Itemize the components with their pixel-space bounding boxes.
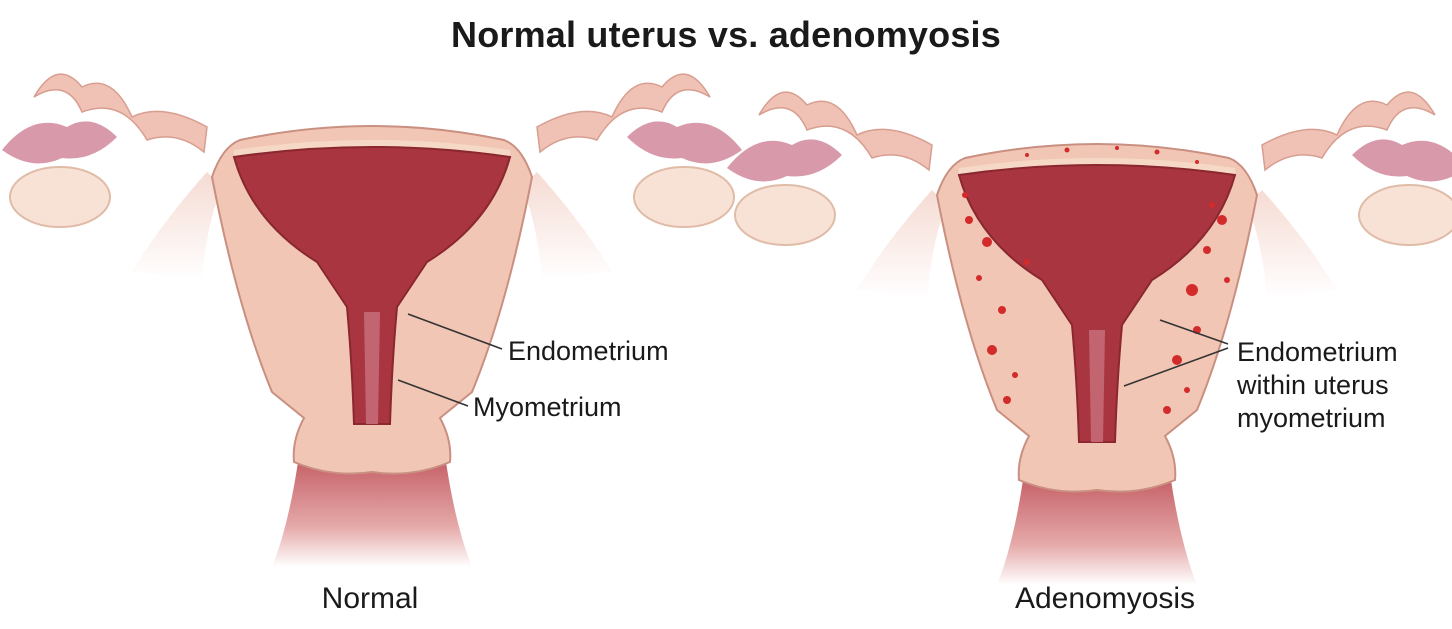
right-adnexa (521, 73, 743, 281)
right-adnexa (1246, 91, 1452, 299)
leader-lines (397, 313, 1229, 407)
endometrial-lesions (962, 146, 1230, 414)
label-line-1: Endometrium (1237, 337, 1398, 367)
label-endometrium: Endometrium (508, 336, 669, 366)
label-line-3: myometrium (1237, 403, 1386, 433)
label-myometrium: Myometrium (473, 392, 622, 422)
figure-title: Normal uterus vs. adenomyosis (451, 14, 1001, 55)
label-endometrium-within-myometrium: Endometrium within uterus myometrium (1237, 336, 1398, 435)
left-adnexa (1, 73, 223, 281)
label-line-2: within uterus (1237, 370, 1389, 400)
caption-adenomyosis: Adenomyosis (1014, 582, 1196, 615)
left-adnexa (726, 91, 948, 299)
normal-uterus-illustration (1, 73, 743, 568)
adenomyosis-uterus-illustration (726, 91, 1452, 586)
caption-normal: Normal (321, 582, 419, 615)
